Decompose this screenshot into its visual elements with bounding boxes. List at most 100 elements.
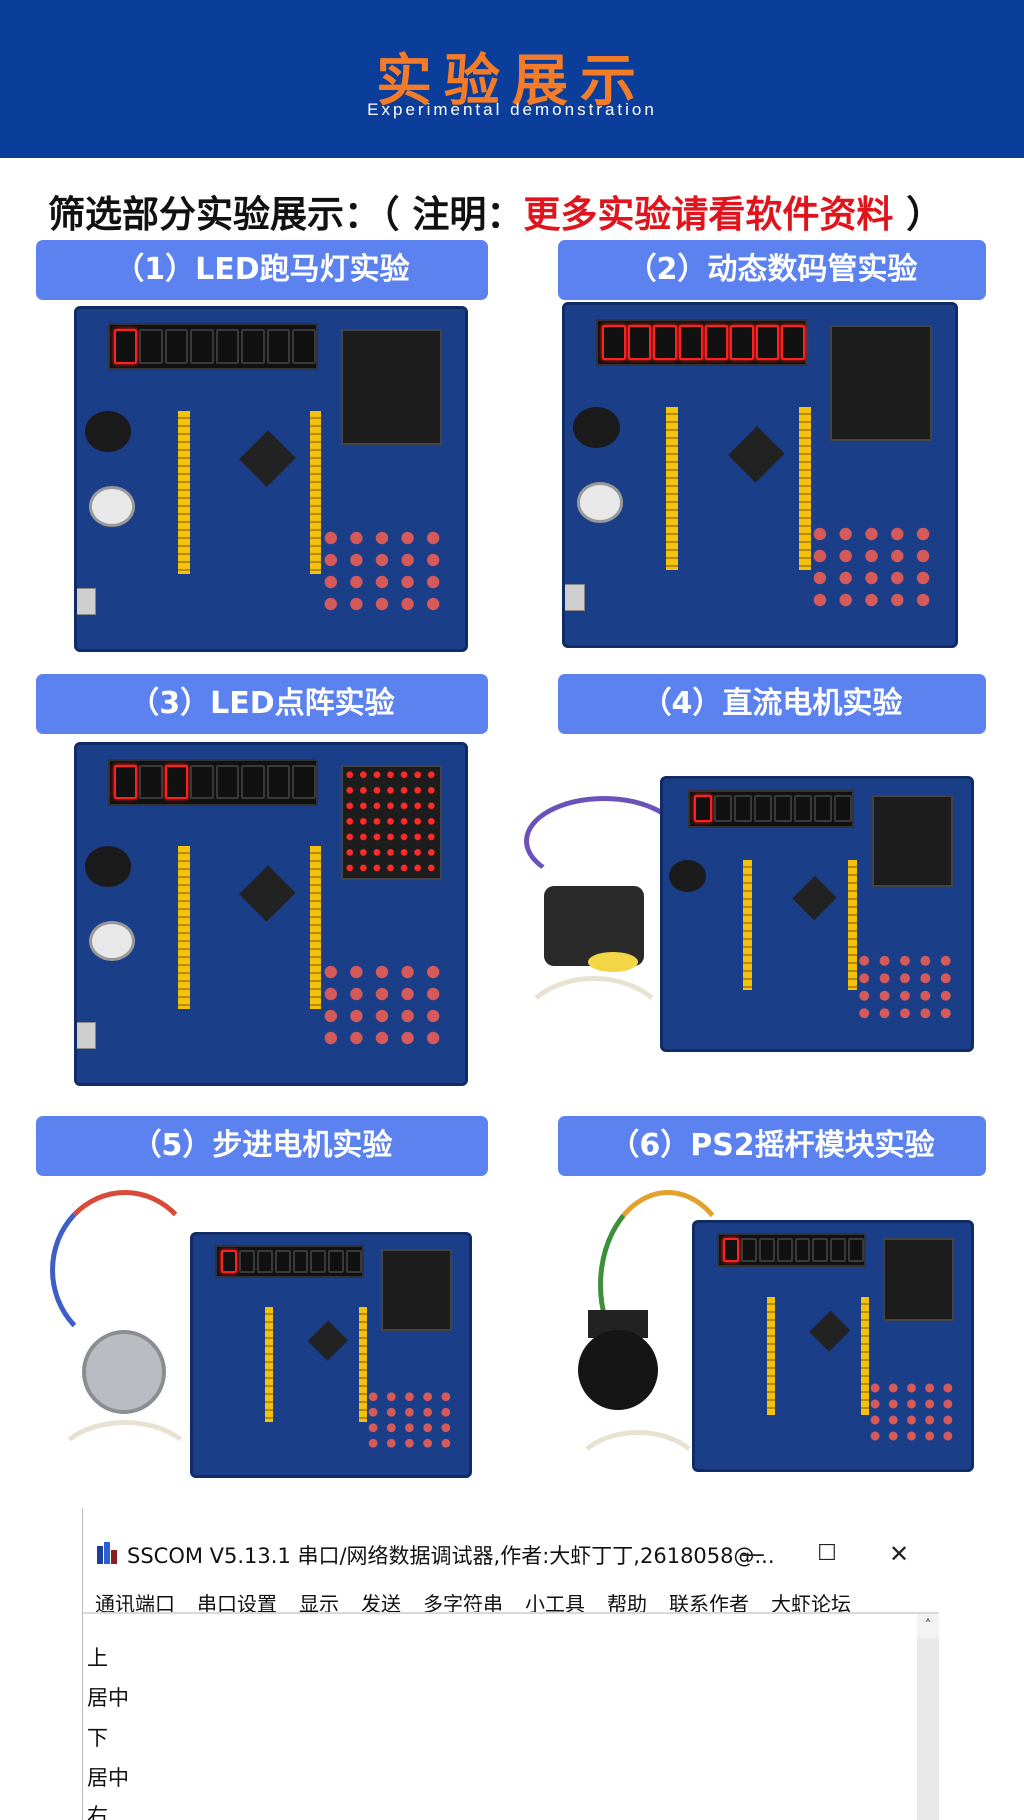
- usb-port: [77, 1022, 97, 1050]
- seven-segment-display: [687, 789, 854, 828]
- experiment-photo-1: [74, 306, 468, 652]
- banner-title: 实验展示: [376, 49, 648, 114]
- mcu-chip: [308, 1320, 349, 1361]
- mcu-chip: [791, 875, 837, 921]
- close-button[interactable]: ✕: [888, 1540, 910, 1568]
- dev-board: [562, 302, 958, 648]
- mcu-chip: [727, 426, 785, 483]
- pin-header: [743, 860, 753, 990]
- led-matrix: [872, 795, 953, 887]
- header-banner: 实验展示 Experimental demonstration: [0, 0, 1024, 158]
- menu-item-forum[interactable]: 大虾论坛: [771, 1591, 851, 1616]
- mcu-chip: [810, 1311, 851, 1352]
- sscom-window: SSCOM V5.13.1 串口/网络数据调试器,作者:大虾丁丁,2618058…: [82, 1508, 940, 1820]
- pin-header: [766, 1296, 776, 1415]
- menu-item-contact-author[interactable]: 联系作者: [669, 1591, 749, 1616]
- pin-header: [358, 1307, 367, 1423]
- coin-battery: [88, 485, 136, 527]
- sscom-menu-bar: 通讯端口 串口设置 显示 发送 多字符串 小工具 帮助 联系作者 大虾论坛: [83, 1582, 941, 1622]
- scroll-up-arrow-icon[interactable]: ˄: [917, 1614, 939, 1638]
- button-grid: [317, 961, 446, 1050]
- pin-header: [177, 846, 190, 1009]
- experiment-label-1: （1）LED跑马灯实验: [36, 240, 488, 300]
- experiment-label-4: （4）直流电机实验: [558, 674, 986, 734]
- output-line: 居中: [87, 1766, 129, 1790]
- experiment-photo-5: [50, 1190, 476, 1482]
- pin-header: [666, 407, 679, 571]
- intro-suffix: ）: [893, 193, 944, 236]
- banner-subtitle: Experimental demonstration: [367, 100, 657, 119]
- mcu-chip: [239, 865, 296, 922]
- motor-wire: [50, 1190, 200, 1350]
- menu-item-tools[interactable]: 小工具: [525, 1591, 585, 1616]
- output-line: 下: [87, 1726, 108, 1750]
- buzzer: [84, 846, 132, 887]
- fan-blade: [588, 952, 638, 972]
- coin-battery: [88, 920, 136, 962]
- joystick-wire: [598, 1190, 738, 1380]
- minimize-button[interactable]: —: [741, 1540, 765, 1568]
- menu-item-comm-port[interactable]: 通讯端口: [95, 1591, 175, 1616]
- seven-segment-display: [717, 1232, 867, 1268]
- output-line: 居中: [87, 1686, 129, 1710]
- dev-board: [190, 1232, 472, 1478]
- output-line: 右: [87, 1804, 108, 1820]
- button-grid: [866, 1380, 958, 1445]
- buzzer: [669, 860, 707, 893]
- joystick-knob: [578, 1330, 658, 1410]
- dev-board: [74, 742, 468, 1086]
- intro-prefix: 筛选部分实验展示：（ 注明：: [48, 193, 524, 236]
- seven-segment-display: [108, 322, 318, 371]
- dev-board: [74, 306, 468, 652]
- dev-board: [692, 1220, 974, 1472]
- serial-output-area[interactable]: 上 居中 下 居中 右 ˄: [83, 1612, 939, 1820]
- pin-header: [847, 860, 858, 990]
- led-matrix-lit: [340, 765, 442, 881]
- sscom-app-icon: [97, 1542, 117, 1564]
- buzzer: [572, 407, 620, 448]
- usb-cable: [50, 1420, 200, 1520]
- usb-cable: [514, 976, 674, 1096]
- experiment-label-5: （5）步进电机实验: [36, 1116, 488, 1176]
- usb-port: [77, 587, 97, 615]
- intro-heading: 筛选部分实验展示：（ 注明：更多实验请看软件资料 ）: [48, 184, 943, 238]
- usb-port: [565, 583, 585, 611]
- vertical-scrollbar[interactable]: ˄: [917, 1614, 939, 1820]
- menu-item-serial-settings[interactable]: 串口设置: [197, 1591, 277, 1616]
- usb-cable: [568, 1430, 708, 1530]
- seven-segment-display: [108, 758, 318, 806]
- motor-wire: [524, 796, 684, 886]
- led-matrix: [882, 1237, 955, 1322]
- led-matrix: [340, 329, 442, 445]
- button-grid: [364, 1388, 456, 1451]
- menu-item-multi-string[interactable]: 多字符串: [423, 1591, 503, 1616]
- output-line: 上: [87, 1646, 108, 1670]
- experiment-photo-4: [514, 776, 974, 1058]
- pin-header: [860, 1296, 869, 1415]
- experiment-photo-6: [568, 1190, 976, 1482]
- pin-header: [264, 1307, 274, 1423]
- sscom-title-bar[interactable]: SSCOM V5.13.1 串口/网络数据调试器,作者:大虾丁丁,2618058…: [83, 1530, 941, 1580]
- mcu-chip: [238, 430, 296, 487]
- seven-segment-display: [215, 1244, 365, 1279]
- led-matrix: [380, 1249, 453, 1331]
- experiment-photo-2: [562, 302, 958, 648]
- menu-item-display[interactable]: 显示: [299, 1591, 339, 1616]
- menu-item-send[interactable]: 发送: [361, 1591, 401, 1616]
- stepper-motor: [82, 1330, 166, 1414]
- button-grid: [806, 522, 936, 611]
- led-matrix: [830, 325, 932, 441]
- pin-header: [177, 411, 190, 575]
- dc-motor: [544, 886, 644, 966]
- dev-board: [660, 776, 974, 1052]
- experiment-label-6: （6）PS2摇杆模块实验: [558, 1116, 986, 1176]
- sscom-title: SSCOM V5.13.1 串口/网络数据调试器,作者:大虾丁丁,2618058…: [127, 1544, 775, 1568]
- button-grid: [853, 951, 956, 1022]
- pin-header: [309, 411, 322, 575]
- seven-segment-display: [596, 318, 807, 367]
- experiment-photo-3: [74, 742, 468, 1086]
- maximize-button[interactable]: ☐: [817, 1541, 837, 1566]
- experiment-label-3: （3）LED点阵实验: [36, 674, 488, 734]
- pin-header: [799, 407, 811, 571]
- menu-item-help[interactable]: 帮助: [607, 1591, 647, 1616]
